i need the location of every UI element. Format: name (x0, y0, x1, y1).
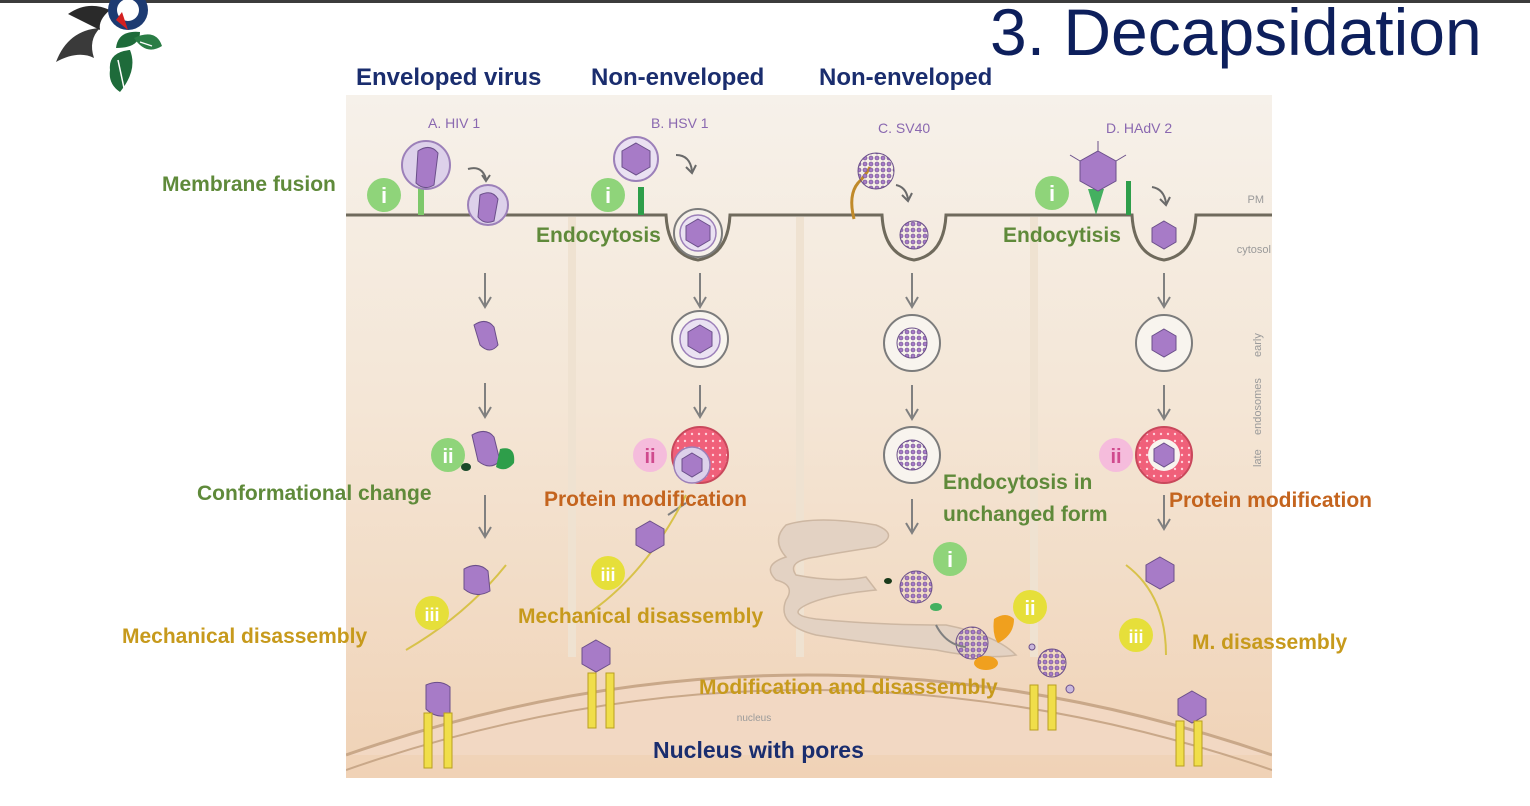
early-label: early (1252, 333, 1264, 357)
step-badge-ii: ii (431, 438, 465, 472)
step-badge-ii: ii (1013, 590, 1047, 624)
hiv-column (401, 140, 515, 769)
step-badge-i: i (591, 178, 625, 212)
plasma-membrane (346, 213, 1272, 262)
endosomes-label: endosomes (1252, 378, 1264, 435)
step-badge-iii: iii (1119, 618, 1153, 652)
column-divider (568, 217, 576, 657)
step-badge-ii: ii (1099, 438, 1133, 472)
svg-text:i: i (1049, 181, 1055, 206)
hsv-column (581, 136, 729, 729)
late-label: late (1252, 449, 1264, 467)
slide-title: 3. Decapsidation (990, 0, 1482, 69)
golgi-er-shape (769, 519, 1018, 658)
cytosol-label: cytosol (1237, 244, 1271, 256)
svg-text:ii: ii (1024, 598, 1035, 620)
header-enveloped-virus: Enveloped virus (356, 64, 542, 91)
step-badge-ii: ii (633, 438, 667, 472)
label-mechanical-disassembly-b: Mechanical disassembly (518, 605, 764, 628)
label-membrane-fusion: Membrane fusion (162, 173, 336, 196)
label-endocytosis: Endocytosis (536, 224, 661, 247)
header-non-enveloped-1: Non-enveloped (591, 64, 765, 91)
panel-title-hiv: A. HIV 1 (428, 115, 480, 131)
svg-text:i: i (947, 547, 953, 572)
nucleus-label: nucleus (737, 713, 771, 724)
step-badge-iii: iii (591, 556, 625, 590)
label-endocytosis-in: Endocytosis in (943, 471, 1093, 494)
label-unchanged-form: unchanged form (943, 503, 1108, 526)
step-badge-i: i (933, 542, 967, 576)
sv40-column (850, 152, 1075, 731)
logo-icon (56, 0, 162, 92)
label-conformational-change: Conformational change (197, 482, 432, 505)
label-protein-modification-d: Protein modification (1169, 489, 1373, 512)
label-m-disassembly: M. disassembly (1192, 631, 1348, 654)
svg-text:iii: iii (424, 605, 439, 625)
column-divider (1030, 217, 1038, 657)
panel-title-hadv: D. HAdV 2 (1106, 120, 1172, 136)
top-border-line (0, 0, 1530, 3)
label-mechanical-disassembly: Mechanical disassembly (122, 625, 368, 648)
panel-title-hsv: B. HSV 1 (651, 115, 709, 131)
svg-text:iii: iii (600, 565, 615, 585)
svg-text:ii: ii (442, 446, 453, 468)
label-endocytisis: Endocytisis (1003, 224, 1121, 247)
label-protein-modification: Protein modification (544, 488, 748, 511)
panel-title-sv40: C. SV40 (878, 120, 930, 136)
decapsidation-diagram: PM cytosol early endosomes late nucleus … (346, 95, 1272, 778)
step-badge-i: i (1035, 176, 1069, 210)
header-non-enveloped-2: Non-enveloped (819, 64, 993, 91)
step-badge-i: i (367, 178, 401, 212)
hadv-column (1069, 141, 1207, 767)
svg-text:i: i (381, 183, 387, 208)
svg-text:iii: iii (1128, 627, 1143, 647)
svg-text:ii: ii (644, 446, 655, 468)
pm-label: PM (1248, 194, 1265, 206)
label-nucleus-with-pores: Nucleus with pores (653, 737, 864, 763)
column-divider (796, 217, 804, 657)
nucleus-membrane (346, 673, 1272, 757)
step-badge-iii: iii (415, 596, 449, 630)
svg-text:i: i (605, 183, 611, 208)
svg-text:ii: ii (1110, 446, 1121, 468)
label-modification-and-disassembly: Modification and disassembly (699, 676, 998, 699)
